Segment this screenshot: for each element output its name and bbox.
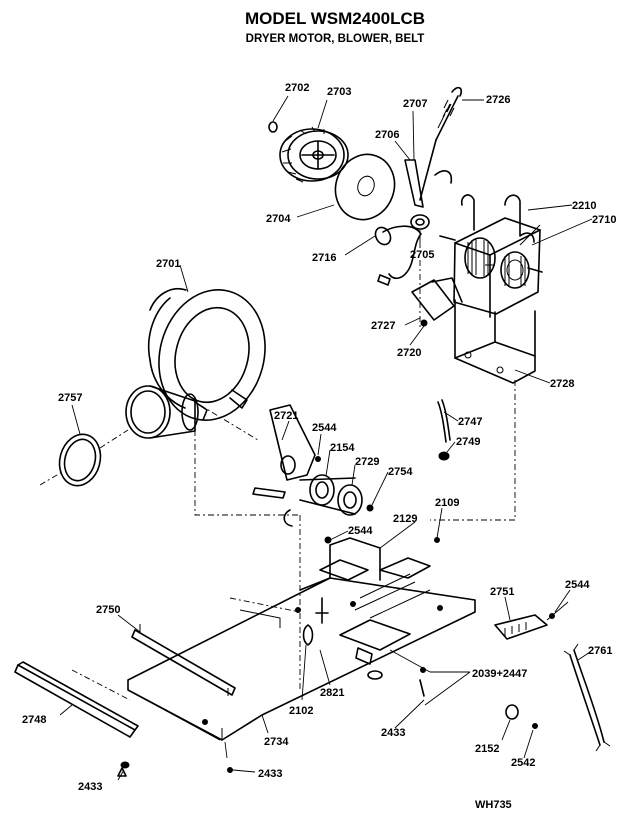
part-label: 2544 xyxy=(348,525,373,537)
part-label: 2544 xyxy=(312,422,337,434)
part-labels: 2702 2703 2707 2726 2706 2704 2705 2716 … xyxy=(22,82,616,793)
part-label: 2039+2447 xyxy=(472,668,527,680)
part-label: 2751 xyxy=(490,586,514,598)
part-label: 2729 xyxy=(355,456,379,468)
part-label: 2749 xyxy=(456,436,480,448)
motor-base-plate xyxy=(127,537,476,741)
part-label: 2433 xyxy=(258,768,282,780)
blower-nut xyxy=(268,121,278,133)
part-label: 2152 xyxy=(475,743,499,755)
part-label: 2701 xyxy=(156,258,180,270)
blower-seal-disc xyxy=(334,153,396,221)
wire-harness xyxy=(563,643,611,752)
assembly-leader xyxy=(71,669,131,701)
part-label: 2734 xyxy=(264,736,289,748)
belt-switch xyxy=(411,277,463,327)
part-label: 2821 xyxy=(320,687,344,699)
drive-belt-segment xyxy=(437,399,451,461)
blower-wheel xyxy=(279,126,349,183)
part-label: 2706 xyxy=(375,129,399,141)
front-rail xyxy=(14,661,139,738)
terminal-block xyxy=(494,601,569,640)
drive-motor xyxy=(439,217,543,318)
part-label: 2433 xyxy=(78,781,102,793)
diagram-title: MODEL WSM2400LCB xyxy=(245,9,425,28)
assembly-leader xyxy=(430,380,516,521)
leader-lines xyxy=(59,95,593,781)
exhaust-duct xyxy=(125,385,208,439)
part-label: 2704 xyxy=(266,213,291,225)
part-label: 2748 xyxy=(22,714,46,726)
part-label: 2544 xyxy=(565,579,590,591)
assembly-leader xyxy=(229,597,301,613)
part-label: 2705 xyxy=(410,249,434,261)
part-label: 2721 xyxy=(274,410,298,422)
part-label: 2747 xyxy=(458,416,482,428)
idler-arm xyxy=(374,159,430,286)
duct-seal-ring xyxy=(39,429,129,487)
part-label: 2129 xyxy=(393,513,417,525)
drawing-code: WH735 xyxy=(475,799,512,811)
part-label: 2707 xyxy=(403,98,427,110)
part-label: 2710 xyxy=(592,214,616,226)
part-label: 2716 xyxy=(312,252,336,264)
part-label: 2727 xyxy=(371,320,395,332)
part-label: 2109 xyxy=(435,497,459,509)
part-label: 2542 xyxy=(511,757,535,769)
assembly-leader xyxy=(199,404,259,441)
base-rail xyxy=(131,624,236,696)
part-label: 2728 xyxy=(550,378,574,390)
part-label: 2720 xyxy=(397,347,421,359)
hardware-screws xyxy=(117,536,538,777)
part-label: 2703 xyxy=(327,86,351,98)
part-label: 2210 xyxy=(572,200,596,212)
idler-pulley-assembly xyxy=(252,404,374,527)
idler-spring xyxy=(419,86,463,201)
part-label: 2757 xyxy=(58,392,82,404)
diagram-subtitle: DRYER MOTOR, BLOWER, BELT xyxy=(246,33,425,45)
part-label: 2702 xyxy=(285,82,309,94)
part-label: 2433 xyxy=(381,727,405,739)
part-label: 2761 xyxy=(588,645,612,657)
part-label: 2726 xyxy=(486,94,510,106)
assembly-leader xyxy=(194,430,300,516)
part-label: 2154 xyxy=(330,442,355,454)
motor-mount-bracket xyxy=(434,170,536,384)
part-label: 2750 xyxy=(96,604,120,616)
part-label: 2102 xyxy=(289,705,313,717)
part-label: 2754 xyxy=(388,466,413,478)
